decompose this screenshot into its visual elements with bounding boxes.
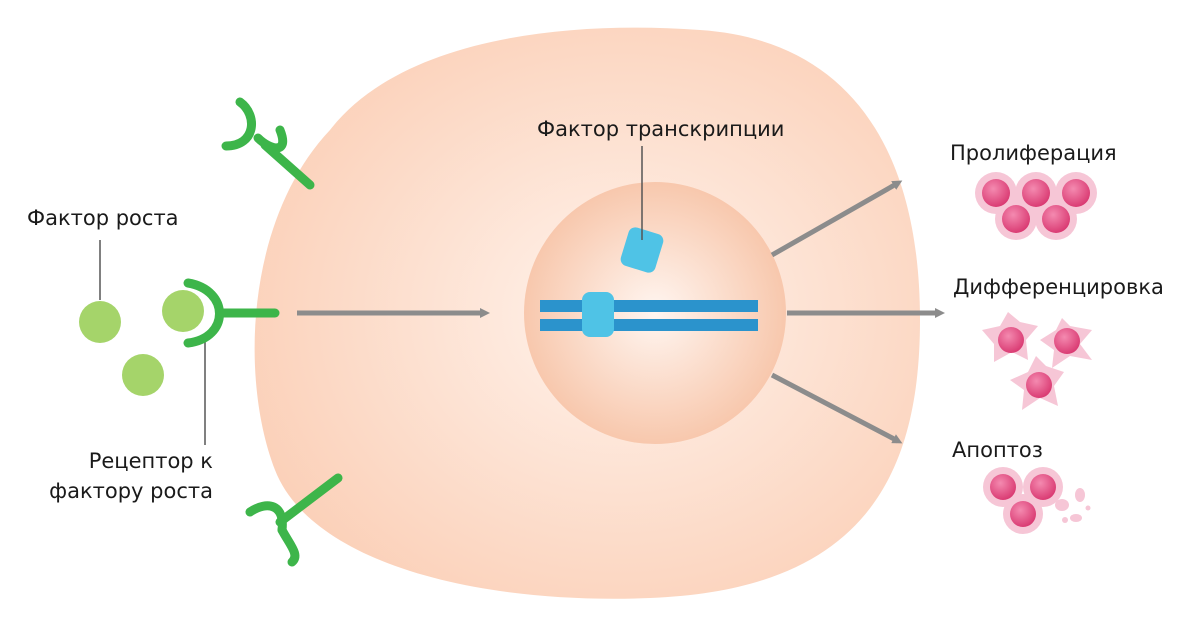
receptor-top (221, 97, 315, 190)
nucleus (524, 182, 786, 444)
transcription-factor-label: Фактор транскрипции (537, 117, 785, 141)
growth-factor-label: Фактор роста (27, 206, 179, 230)
growth-factor-molecule (122, 354, 164, 396)
apoptosis-cells (983, 467, 1091, 534)
arrow-proliferation (770, 180, 903, 258)
growth-factor-molecule (162, 290, 204, 332)
differentiation-label: Дифференцировка (953, 275, 1164, 299)
proliferation-cells (975, 172, 1097, 240)
differentiation-cells (982, 312, 1092, 410)
growth-factors (79, 290, 204, 396)
receptor-middle (183, 278, 280, 348)
growth-factor-molecule (79, 301, 121, 343)
receptor-bottom (245, 473, 343, 567)
bound-transcription-factor (582, 292, 614, 337)
arrow-apoptosis (770, 372, 903, 444)
proliferation-label: Пролиферация (950, 141, 1117, 165)
receptor-label-line2: фактору роста (49, 479, 213, 503)
apoptosis-label: Апоптоз (952, 438, 1043, 462)
transcription-factor (620, 227, 664, 273)
receptor-label-line1: Рецептор к (88, 449, 213, 473)
dna (540, 292, 758, 337)
